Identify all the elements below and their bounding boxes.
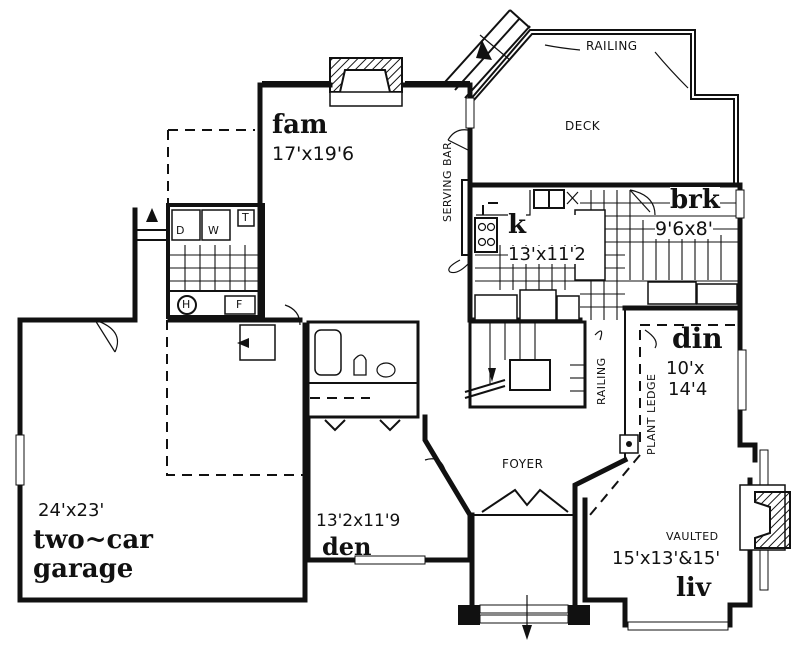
staircase bbox=[464, 320, 603, 409]
dining-dims-line2: 14'4 bbox=[668, 379, 708, 400]
garage-dims: 24'x23' bbox=[38, 500, 105, 521]
laundry-tub-label: T bbox=[242, 211, 250, 224]
living-name: liv bbox=[676, 573, 711, 603]
deck-railing-label: RAILING bbox=[586, 39, 638, 53]
serving-bar-label: SERVING BAR bbox=[441, 141, 454, 222]
bath-walls bbox=[306, 320, 420, 419]
dryer-label: D bbox=[176, 224, 185, 237]
fam-room-walls bbox=[257, 57, 475, 323]
brk-name: brk bbox=[670, 185, 720, 215]
kitchen-dims: 13'x11'2 bbox=[508, 244, 586, 265]
den-dims: 13'2x11'9 bbox=[316, 511, 401, 531]
furnace-label: F bbox=[236, 298, 243, 311]
garage-walls bbox=[15, 317, 308, 603]
dining-living-walls bbox=[582, 307, 791, 631]
dining-dims-line1: 10'x bbox=[666, 358, 705, 379]
fam-dims: 17'x19'6 bbox=[272, 143, 355, 165]
kitchen-name: k bbox=[508, 210, 527, 240]
foyer-label: FOYER bbox=[502, 457, 544, 471]
dining-name: din bbox=[672, 322, 723, 355]
washer-label: W bbox=[208, 224, 220, 237]
deck-outline bbox=[444, 9, 739, 185]
foyer-walls bbox=[458, 456, 629, 640]
den-name: den bbox=[322, 532, 372, 561]
fam-name: fam bbox=[272, 110, 328, 140]
brk-dims: 9'6x8' bbox=[655, 218, 713, 240]
laundry-area bbox=[132, 129, 301, 326]
deck-label: DECK bbox=[565, 119, 601, 133]
plant-ledge-label: PLANT LEDGE bbox=[645, 373, 658, 455]
living-vaulted-note: VAULTED bbox=[666, 530, 719, 543]
garage-name-line2: garage bbox=[33, 554, 134, 584]
stair-railing-label: RAILING bbox=[595, 357, 608, 405]
water-heater-label: H bbox=[182, 298, 191, 311]
garage-name-line1: two~car bbox=[33, 525, 153, 555]
living-dims: 15'x13'&15' bbox=[612, 548, 721, 569]
